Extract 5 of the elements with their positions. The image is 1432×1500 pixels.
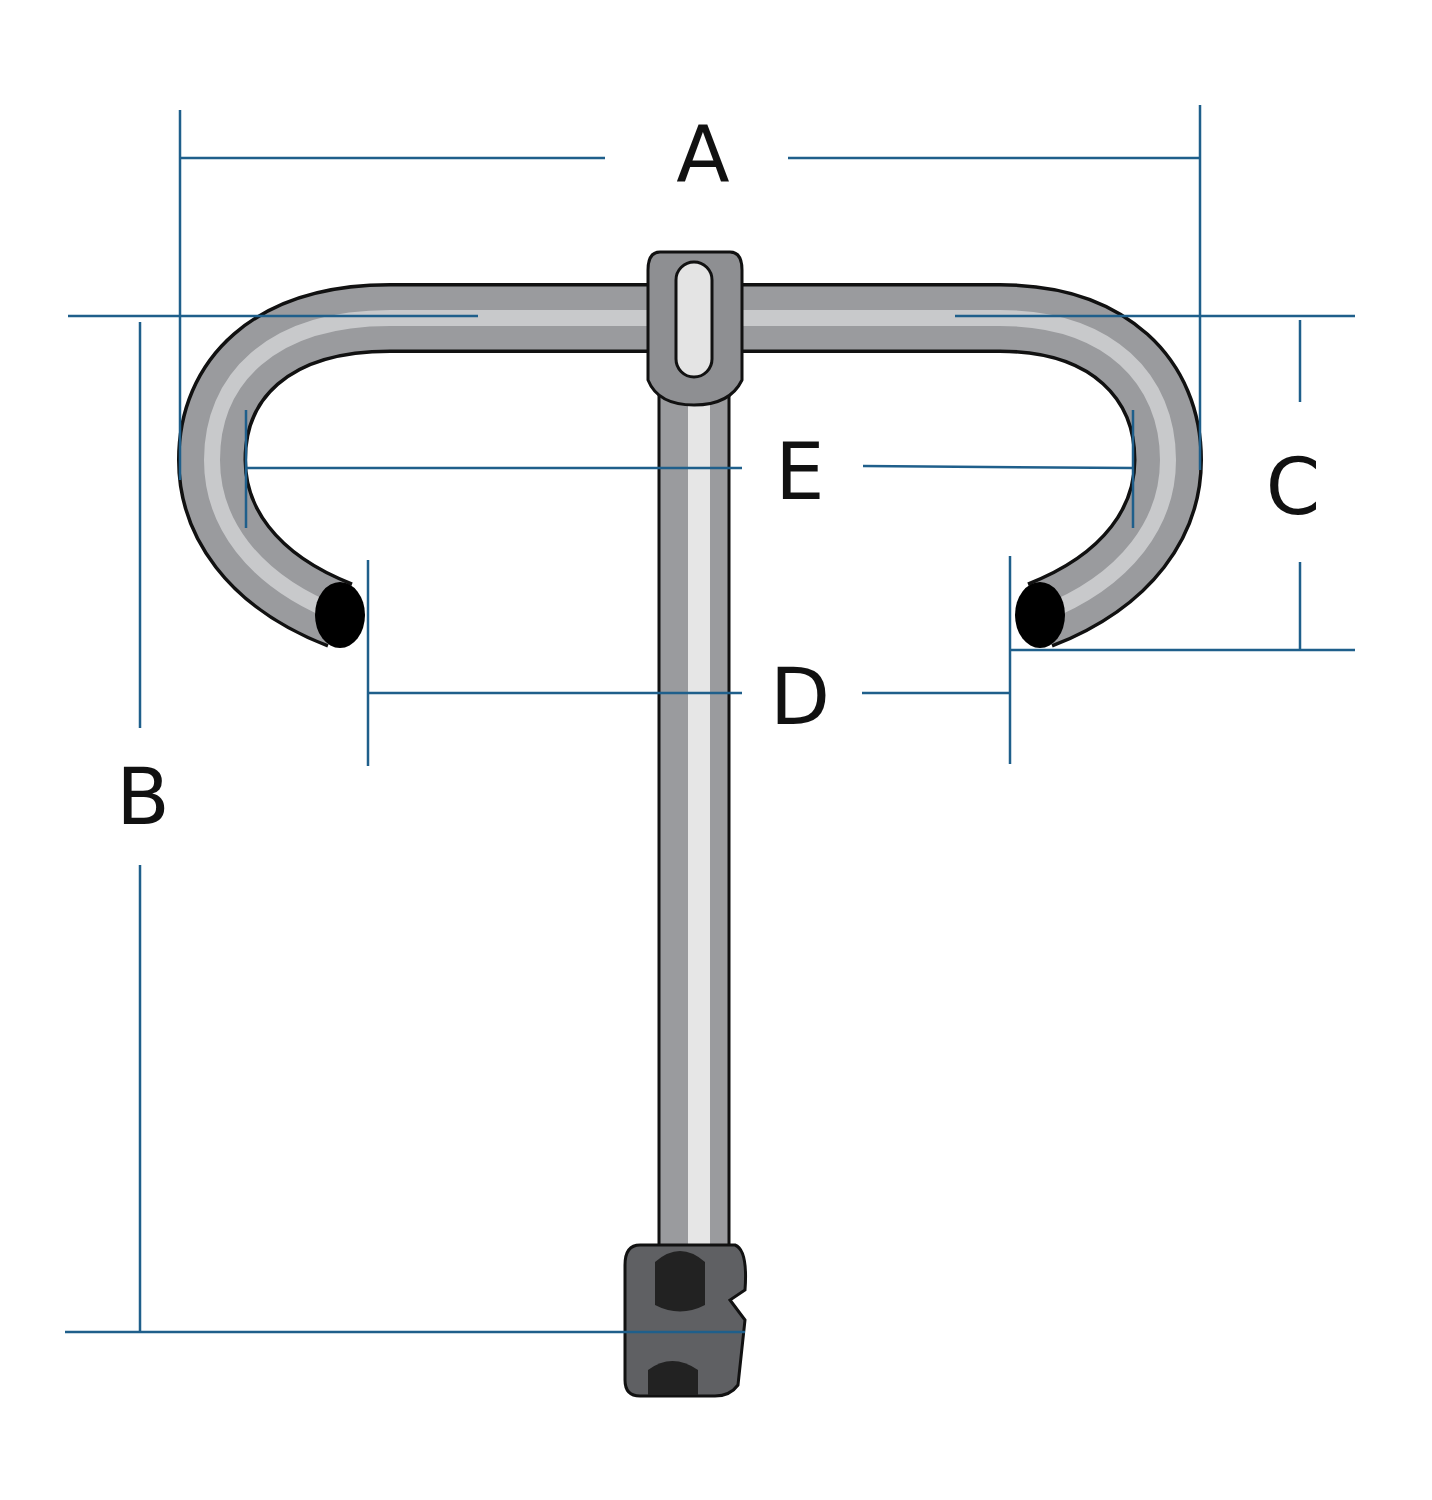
dimension-label: D: [769, 658, 831, 736]
dimension-label: A: [676, 116, 730, 194]
dimension-label: B: [116, 758, 170, 836]
dimension-label: E: [775, 433, 825, 511]
dimension-label: C: [1265, 448, 1321, 526]
